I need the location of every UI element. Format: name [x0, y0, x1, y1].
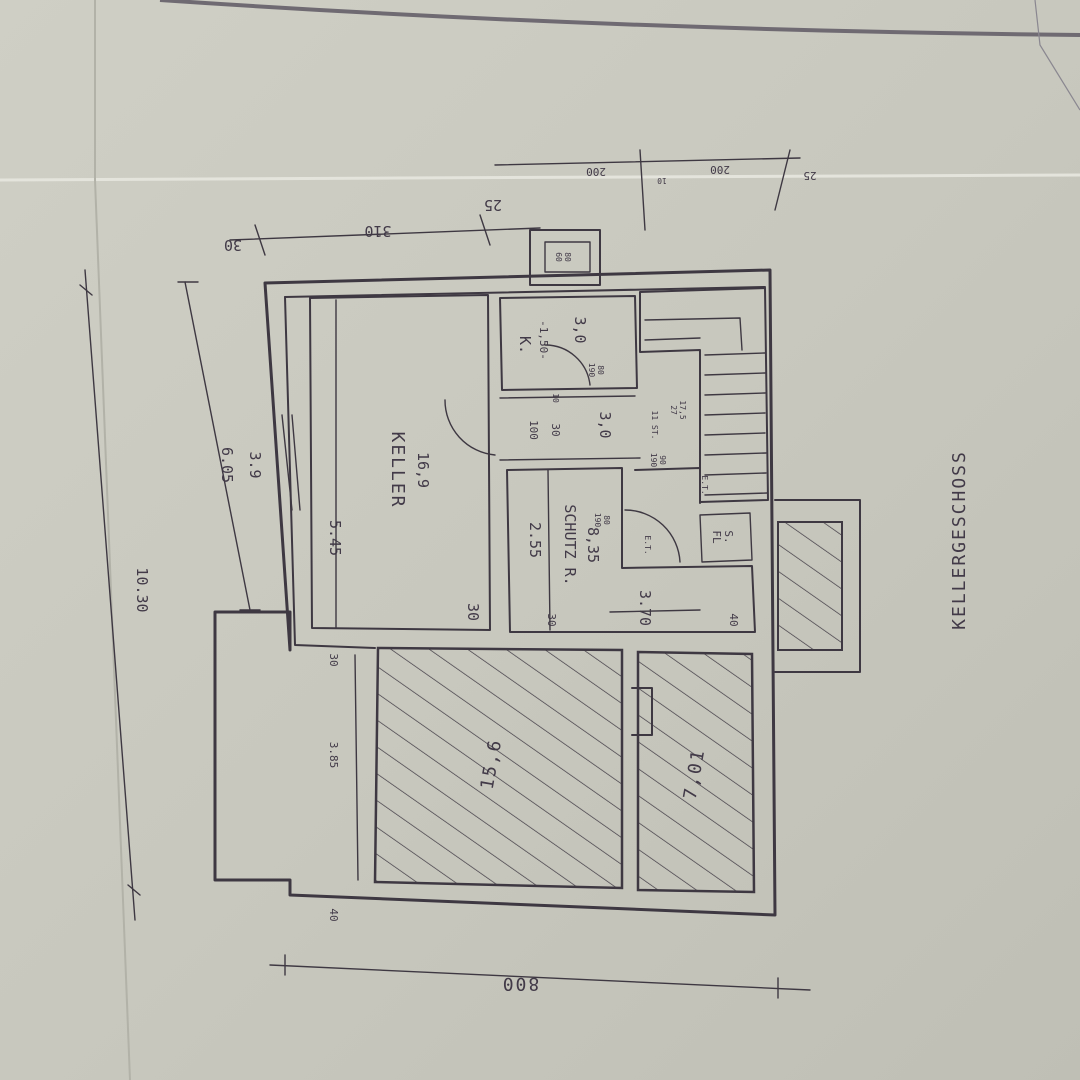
top-wall-dim: 25 [484, 196, 502, 214]
k-room-door-dims: 80190 [587, 363, 605, 378]
outer-walls [213, 268, 777, 917]
et-label: E.T. [643, 535, 652, 554]
chimney: 8060 [529, 229, 601, 286]
window-dim: 3.9 [246, 451, 264, 478]
schutzraum: SCHUTZ R. 8,35 2.55 3.70 30 40 E.T. 8019… [506, 453, 756, 633]
top-gap-dim: 30 [224, 236, 242, 254]
total-length-dim: 10.30 [133, 567, 151, 612]
dimension-lines: 10.30 6.05 3.9 30 3.85 40 800 310 30 25 … [79, 149, 817, 999]
sheet-title: KELLERGESCHOSS [949, 450, 970, 630]
lower-length-dim: 3.85 [327, 742, 340, 769]
top-200b-dim: 200 [710, 163, 730, 176]
sfl-label: S.FL [710, 530, 735, 544]
chimney-dims: 8060 [554, 252, 572, 262]
keller-30-dim: 30 [464, 603, 482, 621]
keller-label: KELLER [387, 431, 408, 508]
top-width-dim: 310 [364, 222, 391, 240]
schutzraum-wall-dim: 30 [545, 613, 558, 626]
keller-length-dim: 6.05 [218, 447, 236, 483]
schutzraum-label: SCHUTZ R. [561, 504, 579, 585]
sheet-corner-edge [1034, 0, 1080, 111]
keller-area: 16,9 [414, 452, 432, 488]
top-25-dim: 25 [803, 169, 816, 182]
k-room-area: 3,0 [571, 316, 589, 343]
right-annex [774, 499, 861, 673]
top-10-dim: 10 [657, 176, 667, 185]
paper-fold-horizontal [0, 173, 1080, 182]
hall-door-10: 10 [551, 393, 560, 403]
top-200a-dim: 200 [586, 165, 606, 178]
schutzraum-width-dim: 3.70 [636, 590, 654, 626]
hatched-small-area: 7,01 [631, 650, 756, 894]
et2-dims: 90190 [649, 453, 667, 468]
keller-inner-dim: 5.45 [326, 520, 344, 556]
hatched-large-area: 15,6 [373, 646, 624, 890]
schutzraum-len-dim: 2.55 [526, 522, 544, 558]
k-room-height: -1,50- [537, 320, 550, 360]
hall-door-30: 30 [549, 423, 562, 436]
hall-door-100: 100 [527, 420, 540, 440]
schutzraum-area: 8,35 [584, 527, 602, 563]
hall: 3,0 100 30 10 11 ST. 17,527 [444, 393, 687, 461]
top-edge-line [159, 0, 1080, 37]
bottom-wall-dim: 40 [327, 908, 340, 921]
keller-room: KELLER 16,9 5.45 30 [309, 294, 491, 631]
total-width-dim: 800 [501, 973, 540, 994]
k-room-label: K. [516, 336, 534, 354]
k-room: K. -1,50- 3,0 80190 [499, 295, 638, 391]
lower-wall-dim: 30 [327, 653, 340, 666]
hall-area: 3,0 [596, 411, 614, 438]
et-dims: 80190 [593, 513, 611, 528]
et2-label: E.T. [700, 475, 709, 494]
paper-fold-vertical [94, 0, 131, 1080]
schutzraum-40-dim: 40 [727, 613, 740, 626]
stair-steps-label: 11 ST. [650, 411, 659, 440]
stair-dims: 17,527 [669, 400, 687, 419]
